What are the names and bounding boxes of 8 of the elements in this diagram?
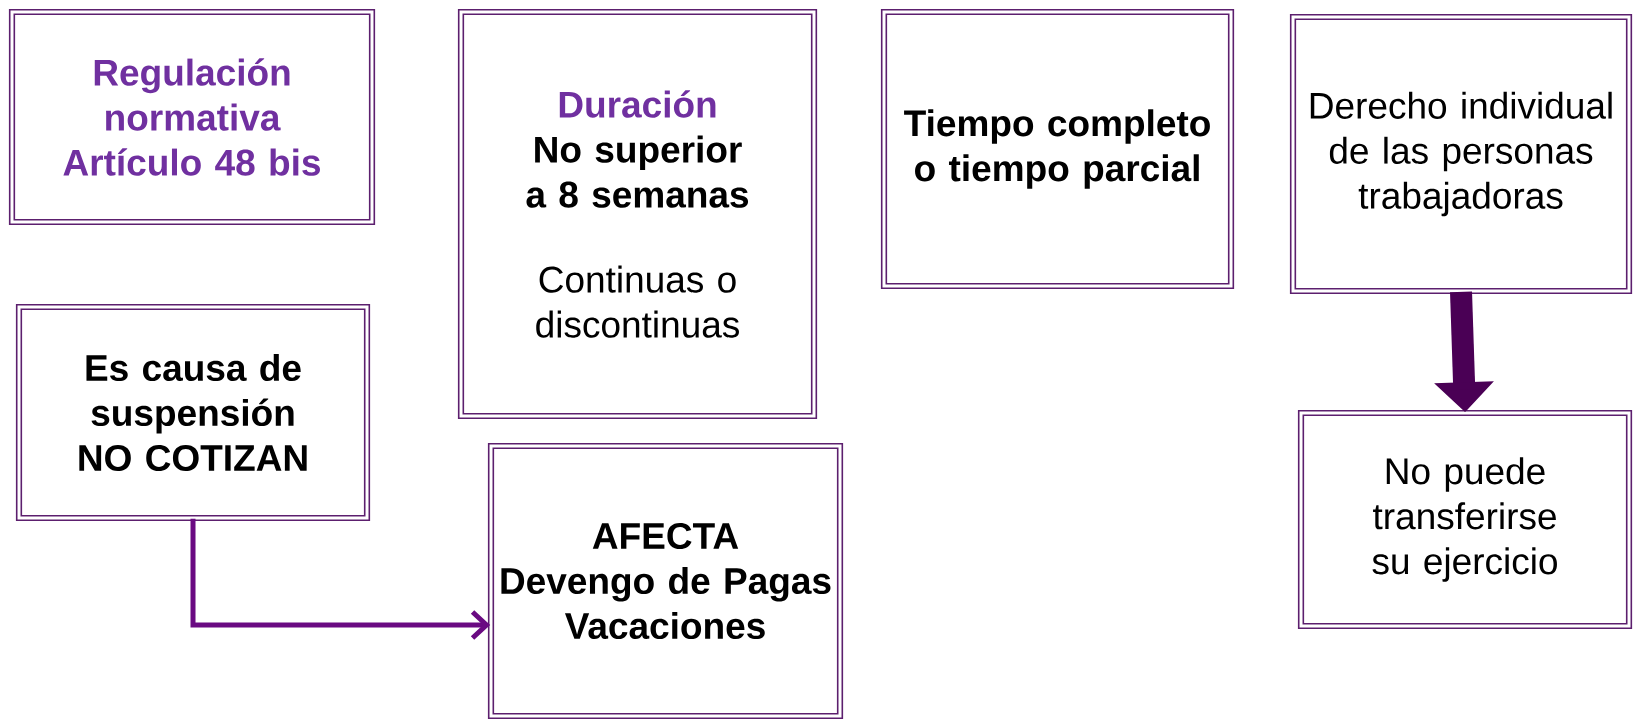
elbow-arrow	[190, 518, 491, 640]
text-box: Duración No superior a 8 semanas Continuas o discontinuas	[457, 8, 818, 420]
text-box: Tiempo completo o tiempo parcial	[880, 8, 1235, 290]
text-box: Regulación normativa Artículo 48 bis	[8, 8, 376, 226]
text-box: Es causa de suspensión NO COTIZAN	[15, 303, 371, 522]
text-box: Derecho individual de las personas trabajadoras	[1289, 13, 1633, 295]
text-box: AFECTA Devengo de Pagas Vacaciones	[487, 442, 844, 720]
text-box: No puede transferirse su ejercicio	[1297, 409, 1633, 630]
